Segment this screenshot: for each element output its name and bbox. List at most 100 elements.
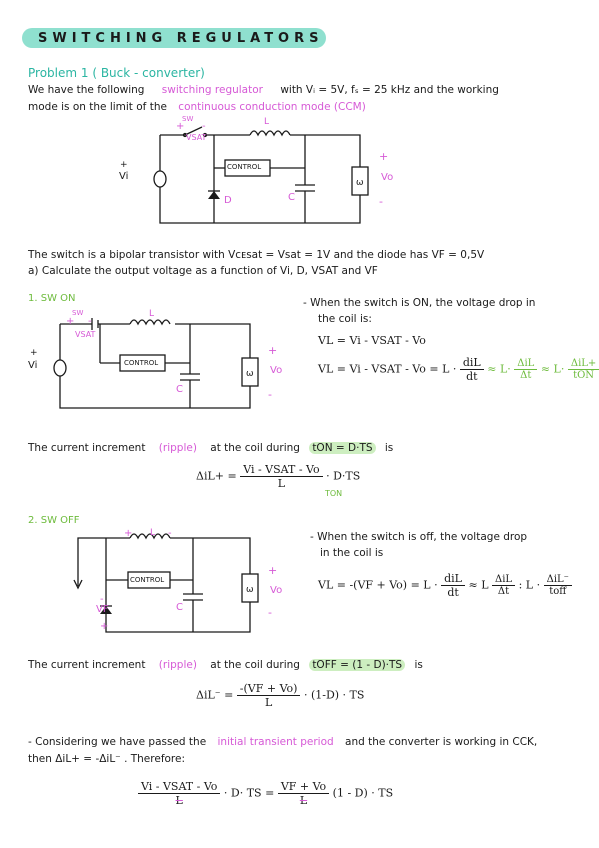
intro-text-b: with Vᵢ = 5V, fₛ = 25 kHz and the workin… [280, 84, 499, 96]
c1-minus: - [202, 121, 206, 132]
sw-on-eq-1: VL = Vi - VSAT - Vo [318, 334, 426, 347]
page-title: SWITCHING REGULATORS [38, 31, 324, 46]
c1-vo-plus: + [379, 150, 389, 163]
question-a: a) Calculate the output voltage as a fun… [28, 265, 378, 277]
c2-plus: + [66, 316, 75, 327]
final-eq-left-num: Vi - VSAT - Vo [138, 780, 221, 794]
c1-vi-label: Vi [119, 171, 129, 182]
c2-l-label: L [149, 309, 155, 319]
intro-line-1: We have the following switching regulato… [28, 83, 499, 97]
c1-sw-label: SW [182, 115, 194, 123]
sw-on-ripple-eq-num: Vi - VSAT - Vo [240, 463, 323, 477]
c3-vo-minus: - [268, 606, 272, 619]
c1-vi-plus: + [120, 160, 128, 170]
sw-off-text-1: - When the switch is off, the voltage dr… [310, 531, 528, 543]
final-eq-right-den: L [299, 794, 308, 807]
sw-on-ton-label: TON [325, 489, 343, 498]
c1-vo-label: Vo [381, 172, 394, 183]
sw-on-ripple-time: tON = D·TS [309, 442, 376, 454]
c1-control-label: CONTROL [227, 163, 262, 171]
c3-vo-plus: + [268, 564, 278, 577]
title-bar [22, 28, 326, 48]
c3-minus: - [168, 528, 172, 539]
final-eq-right-num: VF + Vo [277, 780, 330, 794]
sw-off-ripple-a: The current increment [28, 659, 146, 671]
final-eq-mid: · D· TS = [223, 786, 275, 800]
sw-on-circuit-diagram: ω [53, 318, 259, 409]
sw-off-ripple-time: tOFF = (1 - D)·TS [309, 659, 406, 671]
intro-highlight-ccm: continuous conduction mode (CCM) [178, 101, 366, 113]
sw-on-ripple-a: The current increment [28, 442, 146, 454]
c2-vi-label: Vi [28, 360, 38, 371]
sw-on-ripple-is: is [384, 442, 394, 454]
c3-vf-plus: + [100, 621, 109, 632]
sw-off-circuit-diagram: ω [73, 533, 259, 633]
sw-on-ripple-eq-left: ΔiL+ = [196, 469, 237, 483]
intro-text-a: We have the following [28, 84, 145, 96]
c2-vi-plus: + [30, 348, 38, 358]
c2-vo-minus: - [268, 388, 272, 401]
intro-text-c: mode is on the limit of the [28, 101, 167, 113]
sw-off-ripple-eq: ΔiL⁻ = -(VF + Vo)L · (1-D) · TS [196, 682, 364, 709]
c3-vo-label: Vo [270, 585, 283, 596]
diode-symbol [208, 191, 220, 199]
sw-off-eq-den: dt [447, 586, 459, 599]
sw-off-ripple-eq-den: L [264, 696, 273, 709]
sw-on-eq-2-approx-num: ΔiL [514, 358, 538, 370]
sw-off-heading: 2. SW OFF [28, 515, 80, 526]
final-eq-left-den: L [175, 794, 183, 807]
sw-off-ripple-eq-num: -(VF + Vo) [236, 682, 301, 696]
c2-sw-label: SW [72, 309, 84, 317]
c3-vf-label: VF [96, 604, 109, 615]
sw-on-ripple-line: The current increment (ripple) at the co… [28, 441, 393, 455]
c3-control-label: CONTROL [130, 576, 165, 584]
buck-circuit-diagram: ω [153, 126, 369, 224]
svg-text:ω: ω [246, 585, 254, 595]
sw-off-eq-final-num: ΔiL⁻ [543, 574, 572, 586]
sw-on-ripple-eq-den: L [277, 477, 286, 490]
svg-text:ω: ω [246, 369, 254, 379]
switch-description: The switch is a bipolar transistor with … [28, 249, 485, 261]
problem-heading: Problem 1 ( Buck - converter) [28, 66, 205, 80]
conclusion-line-2: then ΔiL+ = -ΔiL⁻ . Therefore: [28, 753, 186, 765]
sw-on-eq-2-approx-den: Δt [520, 370, 532, 381]
c3-l-label: L [150, 528, 156, 538]
sw-off-eq-final-left: : L · [518, 578, 541, 592]
sw-off-diode-symbol [100, 606, 112, 614]
sw-on-eq-2-final-den: tON [573, 370, 595, 381]
svg-text:ω: ω [356, 178, 364, 188]
sw-off-ripple-is: is [414, 659, 423, 671]
sw-off-text-2: in the coil is [320, 547, 384, 559]
c3-plus: + [124, 528, 133, 539]
sw-off-eq-approx-num: ΔiL [492, 574, 516, 586]
conclusion-text-b: and the converter is working in CCK, [345, 736, 538, 748]
conclusion-text-a: - Considering we have passed the [28, 736, 207, 748]
sw-off-eq-num: diL [441, 572, 465, 586]
sw-on-eq-2-den: dt [466, 370, 478, 383]
c2-c-label: C [176, 384, 183, 395]
sw-on-heading: 1. SW ON [28, 293, 76, 304]
c3-vf-minus: - [100, 594, 104, 605]
sw-off-ripple-b: at the coil during [210, 659, 300, 671]
sw-off-eq-final-den: toff [549, 586, 567, 597]
sw-off-eq-approx-den: Δt [497, 586, 510, 597]
c1-plus: + [176, 121, 185, 132]
sw-on-text-1: - When the switch is ON, the voltage dro… [303, 297, 536, 309]
c1-d-label: D [224, 195, 232, 206]
sw-on-eq-2-left: VL = Vi - VSAT - Vo = L · [318, 362, 457, 376]
c3-c-label: C [176, 602, 183, 613]
c2-vsat-label: VSAT [75, 330, 96, 339]
intro-line-2: mode is on the limit of the continuous c… [28, 100, 366, 114]
sw-on-eq-2-num: diL [459, 356, 484, 370]
sw-on-ripple-eq-right: · D·TS [326, 469, 361, 483]
c1-c-label: C [288, 192, 295, 203]
c1-vsat-label: VSAT [186, 133, 207, 142]
conclusion-highlight-transient: initial transient period [217, 736, 334, 748]
sw-on-text-2: the coil is: [318, 313, 372, 325]
sw-off-ripple-line: The current increment (ripple) at the co… [28, 658, 423, 672]
c1-l-label: L [264, 117, 270, 127]
